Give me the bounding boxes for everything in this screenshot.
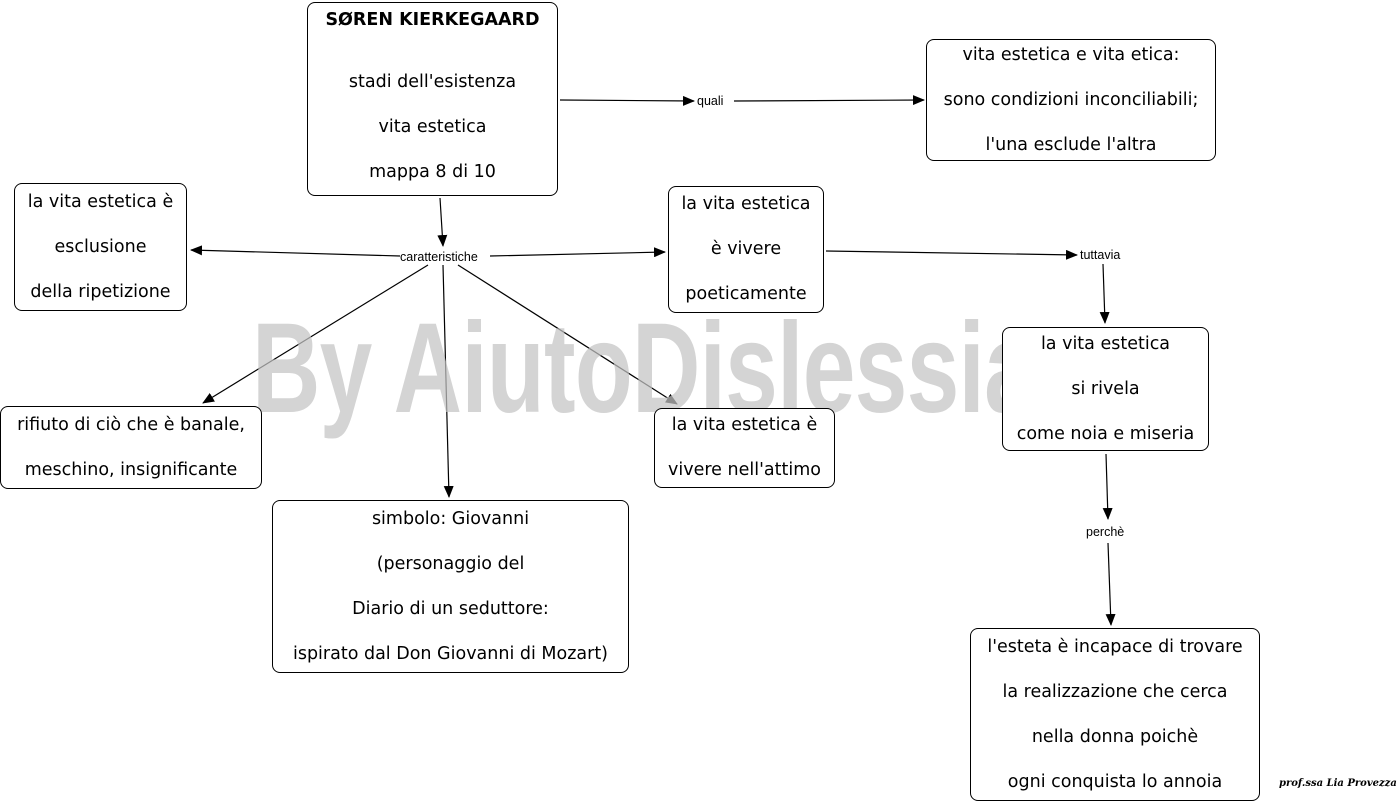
node-text-line: (personaggio del [376, 553, 525, 574]
node-text-line: vivere nell'attimo [668, 460, 821, 480]
link-noia-to-perche [1102, 453, 1113, 520]
node-text-line: vita estetica e vita etica: [962, 44, 1180, 65]
node-vivere-attimo[interactable]: la vita estetica è vivere nell'attimo [654, 408, 835, 488]
title-node-map-number: mappa 8 di 10 [369, 162, 496, 182]
title-node-topic: vita estetica [378, 117, 487, 137]
link-label-perche: perchè [1086, 525, 1125, 539]
node-simbolo-giovanni[interactable]: simbolo: Giovanni (personaggio del Diari… [272, 500, 629, 673]
node-text-line: Diario di un seduttore: [352, 598, 549, 619]
node-text-line: meschino, insignificante [24, 459, 238, 480]
node-noia-miseria[interactable]: la vita estetica si rivela come noia e m… [1002, 327, 1209, 451]
title-node[interactable]: SØREN KIERKEGAARD stadi dell'esistenza v… [307, 2, 558, 196]
node-text-line: l'una esclude l'altra [985, 134, 1157, 155]
link-title-to-quali [559, 95, 695, 106]
node-vivere-poeticamente[interactable]: la vita estetica è vivere poeticamente [668, 186, 824, 313]
node-text-line: l'esteta è incapace di trovare [987, 636, 1243, 657]
author-signature: prof.ssa Lia Provezza [1279, 778, 1397, 789]
node-text-line: nella donna poichè [1031, 726, 1199, 747]
title-node-heading: SØREN KIERKEGAARD [325, 10, 540, 30]
node-rifiuto-banale[interactable]: rifiuto di ciò che è banale, meschino, i… [0, 406, 262, 489]
node-text-line: la vita estetica è [671, 415, 818, 435]
title-node-subtitle: stadi dell'esistenza [348, 72, 517, 92]
node-estetica-etica[interactable]: vita estetica e vita etica: sono condizi… [926, 39, 1216, 161]
link-caratteristiche-to-attimo [457, 264, 678, 405]
node-text-line: la vita estetica [681, 194, 811, 214]
node-text-line: sono condizioni inconciliabili; [943, 89, 1199, 110]
link-perche-to-esteta [1105, 542, 1116, 626]
node-text-line: poeticamente [685, 284, 807, 304]
node-text-line: la vita estetica [1040, 333, 1171, 354]
link-caratteristiche-to-giovanni [442, 264, 454, 498]
link-caratteristiche-to-poeticamente [489, 247, 666, 258]
link-label-caratteristiche: caratteristiche [400, 250, 478, 264]
link-poeticamente-to-tuttavia [825, 249, 1078, 260]
node-text-line: è vivere [710, 239, 782, 259]
node-esteta-incapace[interactable]: l'esteta è incapace di trovare la realiz… [970, 628, 1260, 801]
link-caratteristiche-to-ripetizione [190, 245, 401, 257]
node-text-line: la vita estetica è [27, 191, 174, 212]
node-text-line: si rivela [1071, 378, 1140, 399]
node-text-line: della ripetizione [30, 281, 171, 302]
link-label-quali: quali [697, 94, 724, 108]
link-tuttavia-to-noia [1099, 263, 1110, 324]
node-text-line: ispirato dal Don Giovanni di Mozart) [292, 643, 609, 664]
node-text-line: la realizzazione che cerca [1002, 681, 1228, 702]
node-esclusione-ripetizione[interactable]: la vita estetica è esclusione della ripe… [14, 183, 187, 311]
link-title-to-caratteristiche [437, 197, 448, 247]
node-text-line: simbolo: Giovanni [371, 508, 530, 529]
node-text-line: ogni conquista lo annoia [1007, 771, 1223, 792]
link-quali-to-etica [733, 95, 925, 106]
link-caratteristiche-to-banale [202, 264, 429, 404]
node-text-line: esclusione [54, 236, 147, 257]
node-text-line: rifiuto di ciò che è banale, [17, 414, 245, 435]
link-label-tuttavia: tuttavia [1080, 248, 1121, 262]
node-text-line: come noia e miseria [1016, 423, 1195, 444]
